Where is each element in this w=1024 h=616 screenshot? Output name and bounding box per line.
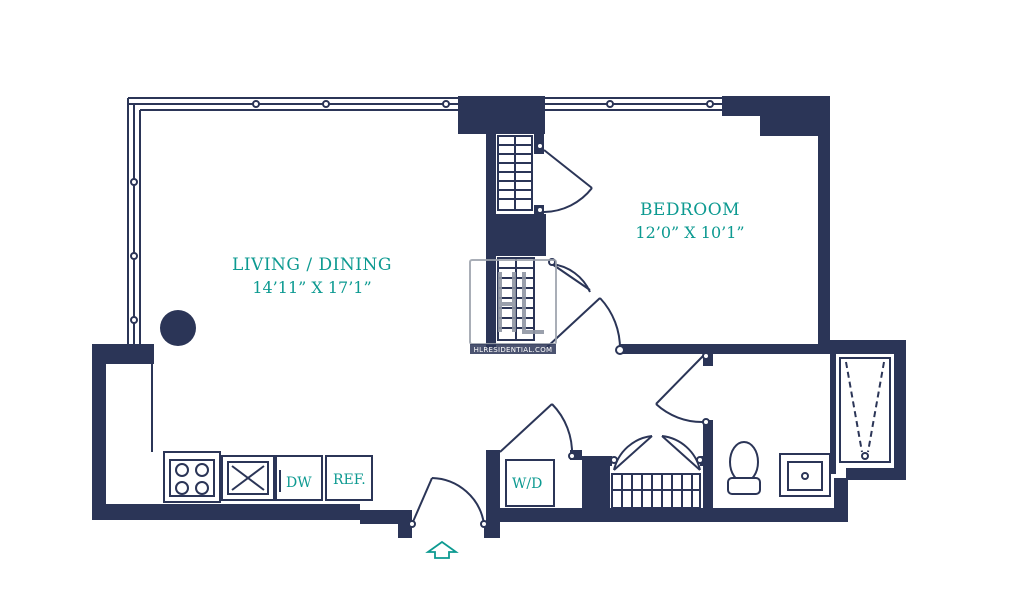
- refrigerator: REF.: [325, 455, 373, 501]
- stove: [163, 451, 221, 503]
- watermark-text: HLRESIDENTIAL.COM: [474, 346, 553, 354]
- toilet: [727, 441, 761, 495]
- dishwasher: DW: [275, 455, 323, 501]
- door-entry: [408, 477, 488, 528]
- washer-dryer: W/D: [505, 459, 555, 507]
- door-wd-closet: [499, 403, 576, 460]
- closet-shelving-upper: [497, 135, 533, 211]
- bathroom-sink: [779, 453, 831, 497]
- dishwasher-label: DW: [286, 475, 312, 491]
- living-dining-dimensions: 14’11” X 17’1”: [252, 278, 371, 297]
- door-bedroom: [545, 297, 625, 355]
- door-hall-closet: [610, 435, 704, 471]
- walls: [92, 96, 906, 538]
- window-wall-north-west: [127, 97, 725, 345]
- refrigerator-label: REF.: [333, 472, 366, 488]
- closet-shelving-hall: [611, 473, 701, 509]
- washer-dryer-label: W/D: [512, 476, 542, 492]
- door-bathroom: [655, 352, 710, 426]
- watermark: HLRESIDENTIAL.COM: [469, 259, 557, 354]
- up-arrow-icon: [425, 540, 459, 559]
- kitchen-sink: [221, 455, 275, 501]
- bedroom-title: BEDROOM: [640, 200, 740, 220]
- living-dining-title: LIVING / DINING: [232, 255, 392, 275]
- bedroom-dimensions: 12’0” X 10’1”: [635, 223, 744, 242]
- shower: [839, 357, 891, 463]
- door-upper-closet: [536, 142, 593, 214]
- structural-column: [160, 310, 196, 346]
